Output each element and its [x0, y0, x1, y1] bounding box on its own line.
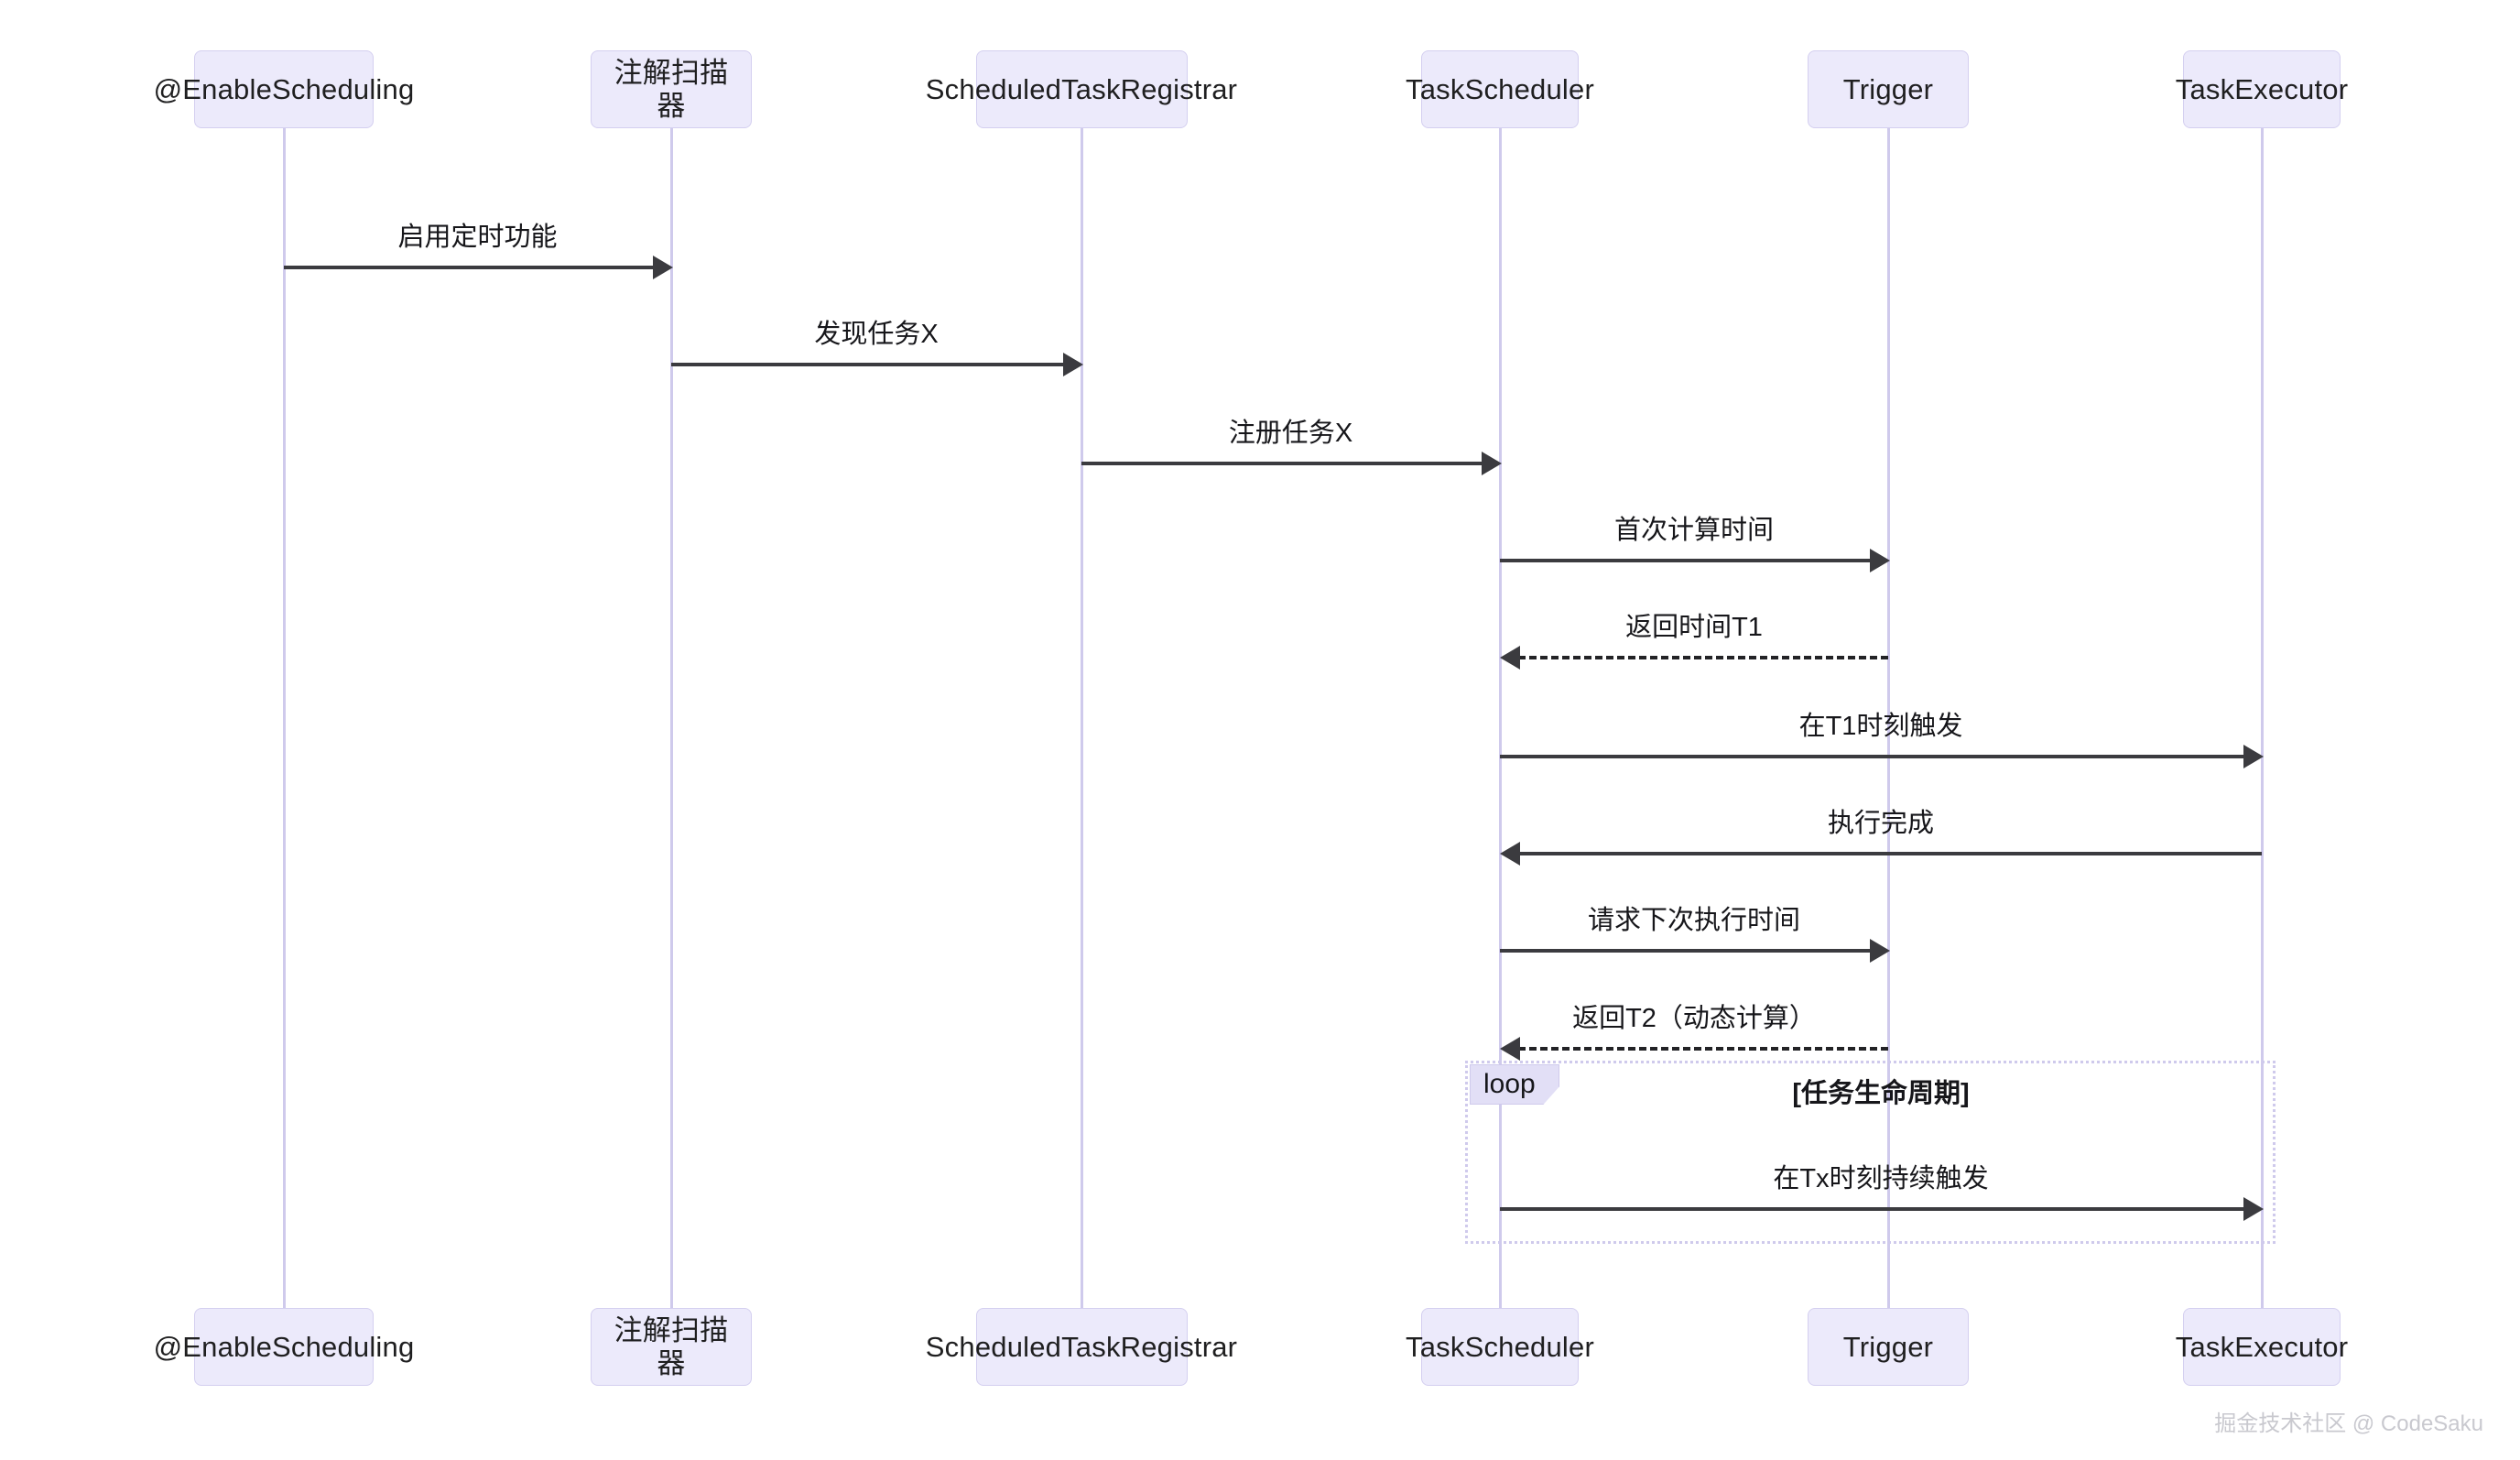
- lifeline-enable: [282, 128, 286, 1308]
- loop-fragment-tab: loop: [1470, 1064, 1559, 1105]
- message-label-1: 发现任务X: [814, 320, 939, 349]
- participant-label: TaskExecutor: [2175, 1330, 2349, 1363]
- participant-top-trigger[interactable]: Trigger: [1808, 50, 1969, 128]
- message-arrowhead-3: [1870, 549, 1890, 572]
- message-arrowhead-4: [1500, 646, 1520, 670]
- loop-fragment-condition: [任务生命周期]: [1792, 1079, 1970, 1108]
- participant-top-scheduler[interactable]: TaskScheduler: [1406, 50, 1594, 128]
- message-line-8: [1518, 1047, 1888, 1051]
- message-label-5: 在T1时刻触发: [1798, 712, 1963, 741]
- participant-label: TaskExecutor: [2175, 72, 2349, 105]
- loop-fragment-box: [1465, 1061, 2276, 1244]
- participant-bottom-enable[interactable]: @EnableScheduling: [154, 1308, 414, 1386]
- participant-label: Trigger: [1842, 72, 1934, 105]
- participant-bottom-registrar[interactable]: ScheduledTaskRegistrar: [926, 1308, 1237, 1386]
- message-arrowhead-7: [1870, 939, 1890, 963]
- message-arrowhead-0: [653, 256, 673, 279]
- participant-top-executor[interactable]: TaskExecutor: [2176, 50, 2348, 128]
- participant-top-scanner[interactable]: 注解扫描器: [591, 50, 752, 128]
- participant-label: TaskScheduler: [1406, 72, 1594, 105]
- message-arrowhead-6: [1500, 842, 1520, 866]
- message-arrowhead-5: [2243, 745, 2264, 768]
- participant-bottom-scanner[interactable]: 注解扫描器: [591, 1308, 752, 1386]
- message-label-3: 首次计算时间: [1613, 516, 1775, 545]
- lifeline-scheduler: [1498, 128, 1502, 1308]
- participant-label: 注解扫描器: [614, 56, 729, 122]
- message-line-7: [1500, 949, 1870, 953]
- participant-label: ScheduledTaskRegistrar: [925, 1330, 1238, 1363]
- participant-bottom-trigger[interactable]: Trigger: [1808, 1308, 1969, 1386]
- message-line-5: [1500, 755, 2243, 758]
- message-arrowhead-1: [1063, 353, 1083, 376]
- participant-label: @EnableScheduling: [153, 72, 415, 105]
- participant-bottom-executor[interactable]: TaskExecutor: [2176, 1308, 2348, 1386]
- participant-label: @EnableScheduling: [153, 1330, 415, 1363]
- message-label-0: 启用定时功能: [397, 223, 558, 252]
- participant-label: Trigger: [1842, 1330, 1934, 1363]
- message-line-3: [1500, 559, 1870, 562]
- message-line-0: [284, 266, 653, 269]
- lifeline-executor: [2260, 128, 2264, 1308]
- participant-top-registrar[interactable]: ScheduledTaskRegistrar: [926, 50, 1237, 128]
- message-label-6: 执行完成: [1827, 809, 1935, 838]
- message-label-7: 请求下次执行时间: [1587, 906, 1801, 935]
- participant-bottom-scheduler[interactable]: TaskScheduler: [1406, 1308, 1594, 1386]
- message-arrowhead-8: [1500, 1037, 1520, 1061]
- loop-message-arrowhead-0: [2243, 1197, 2264, 1221]
- lifeline-trigger: [1886, 128, 1890, 1308]
- loop-message-line-0: [1500, 1207, 2243, 1211]
- participant-label: ScheduledTaskRegistrar: [925, 72, 1238, 105]
- participant-label: TaskScheduler: [1406, 1330, 1594, 1363]
- lifeline-scanner: [669, 128, 673, 1308]
- message-line-1: [671, 363, 1063, 366]
- lifeline-registrar: [1080, 128, 1083, 1308]
- message-label-8: 返回T2（动态计算）: [1572, 1004, 1816, 1033]
- message-arrowhead-2: [1482, 452, 1502, 475]
- message-line-6: [1518, 852, 2262, 855]
- message-label-2: 注册任务X: [1228, 419, 1353, 448]
- loop-message-label-0: 在Tx时刻持续触发: [1773, 1164, 1989, 1193]
- participant-top-enable[interactable]: @EnableScheduling: [154, 50, 414, 128]
- loop-fragment-tab-label: loop: [1483, 1069, 1536, 1099]
- participant-label: 注解扫描器: [614, 1313, 729, 1379]
- watermark: 掘金技术社区 @ CodeSaku: [2214, 1411, 2483, 1436]
- message-line-4: [1518, 656, 1888, 659]
- message-label-4: 返回时间T1: [1625, 613, 1763, 642]
- message-line-2: [1081, 462, 1482, 465]
